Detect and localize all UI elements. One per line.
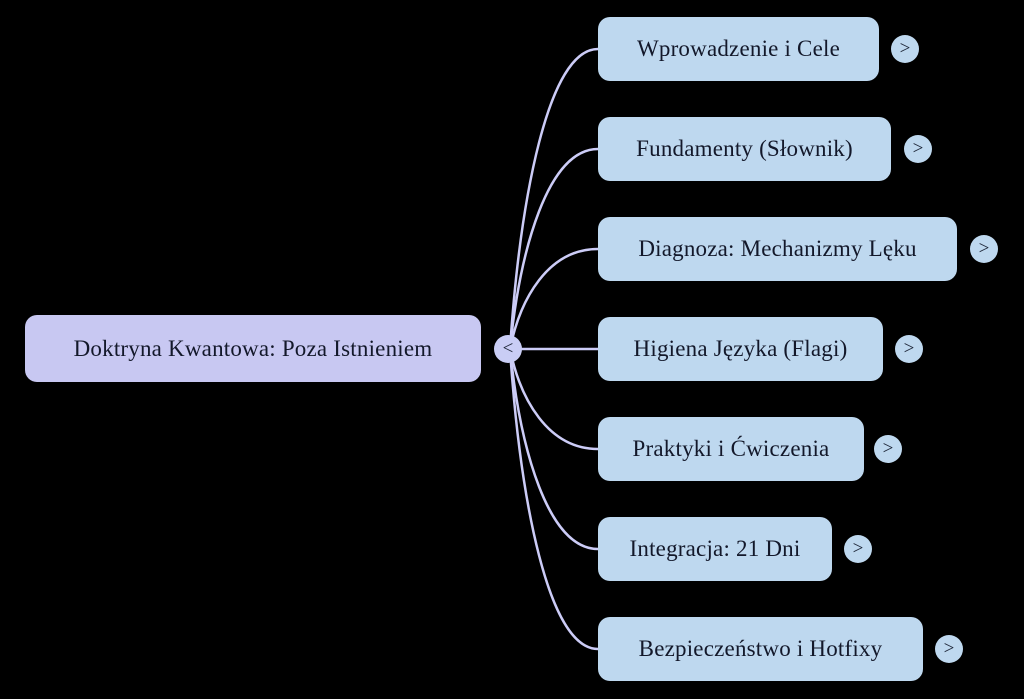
node-label: Integracja: 21 Dni [629, 536, 801, 561]
expand-toggle-button[interactable]: > [891, 35, 919, 63]
edge-to-child-5 [508, 347, 600, 451]
chevron-right-icon: > [903, 337, 915, 359]
chevron-right-icon: > [882, 437, 894, 459]
expand-toggle-button[interactable]: > [904, 135, 932, 163]
expand-toggle-button[interactable]: > [844, 535, 872, 563]
node-label: Bezpieczeństwo i Hotfixy [638, 636, 883, 661]
mindmap-node-bezpieczenstwo[interactable]: Bezpieczeństwo i Hotfixy [598, 617, 923, 681]
node-label: Higiena Języka (Flagi) [633, 336, 848, 361]
mindmap-node-diagnoza[interactable]: Diagnoza: Mechanizmy Lęku [598, 217, 957, 281]
node-label: Praktyki i Ćwiczenia [632, 436, 830, 461]
root-node-label: Doktryna Kwantowa: Poza Istnieniem [73, 335, 433, 361]
chevron-right-icon: > [899, 37, 911, 59]
chevron-right-icon: > [852, 537, 864, 559]
expand-toggle-button[interactable]: > [874, 435, 902, 463]
edge-to-child-1 [508, 47, 600, 351]
chevron-right-icon: > [943, 637, 955, 659]
node-label: Diagnoza: Mechanizmy Lęku [638, 236, 917, 261]
mindmap-node-fundamenty[interactable]: Fundamenty (Słownik) [598, 117, 891, 181]
mindmap-node-integracja[interactable]: Integracja: 21 Dni [598, 517, 832, 581]
edge-to-child-2 [508, 147, 600, 351]
node-label: Fundamenty (Słownik) [636, 136, 853, 161]
expand-toggle-button[interactable]: > [970, 235, 998, 263]
expand-toggle-button[interactable]: > [935, 635, 963, 663]
collapse-toggle-button[interactable]: < [494, 335, 522, 363]
chevron-left-icon: < [502, 337, 514, 359]
edge-to-child-7 [508, 347, 600, 651]
mindmap-node-higiena[interactable]: Higiena Języka (Flagi) [598, 317, 883, 381]
edge-to-child-3 [508, 247, 600, 351]
node-label: Wprowadzenie i Cele [636, 36, 841, 61]
expand-toggle-button[interactable]: > [895, 335, 923, 363]
mindmap-node-praktyki[interactable]: Praktyki i Ćwiczenia [598, 417, 864, 481]
edge-to-child-6 [508, 347, 600, 551]
mindmap-node-wprowadzenie[interactable]: Wprowadzenie i Cele [598, 17, 879, 81]
chevron-right-icon: > [978, 237, 990, 259]
mindmap-root-node[interactable]: Doktryna Kwantowa: Poza Istnieniem [25, 315, 481, 382]
chevron-right-icon: > [912, 137, 924, 159]
